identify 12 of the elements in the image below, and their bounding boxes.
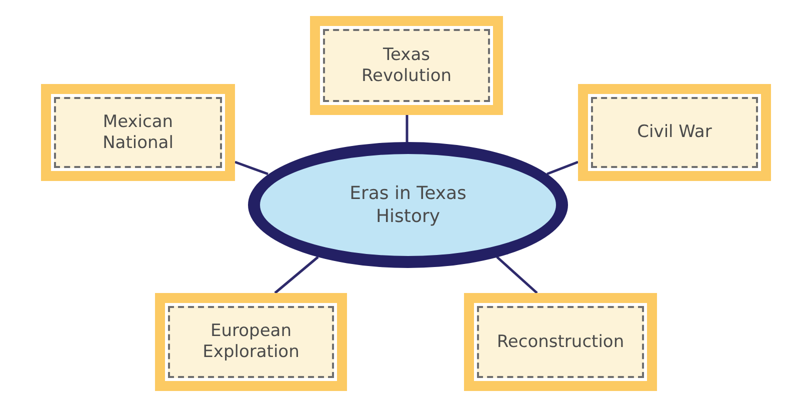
era-box xyxy=(310,16,503,115)
era-label: Reconstruction xyxy=(496,332,624,352)
center-label: Eras in Texas History xyxy=(348,182,468,228)
connector-line xyxy=(406,115,408,142)
era-box xyxy=(464,293,657,391)
era-box xyxy=(41,84,235,181)
era-label: Texas Revolution xyxy=(360,44,453,86)
era-label: European Exploration xyxy=(202,321,300,363)
era-box xyxy=(155,293,347,391)
era-label: Civil War xyxy=(637,122,712,143)
era-label: Mexican National xyxy=(102,112,174,154)
era-box xyxy=(578,84,771,181)
